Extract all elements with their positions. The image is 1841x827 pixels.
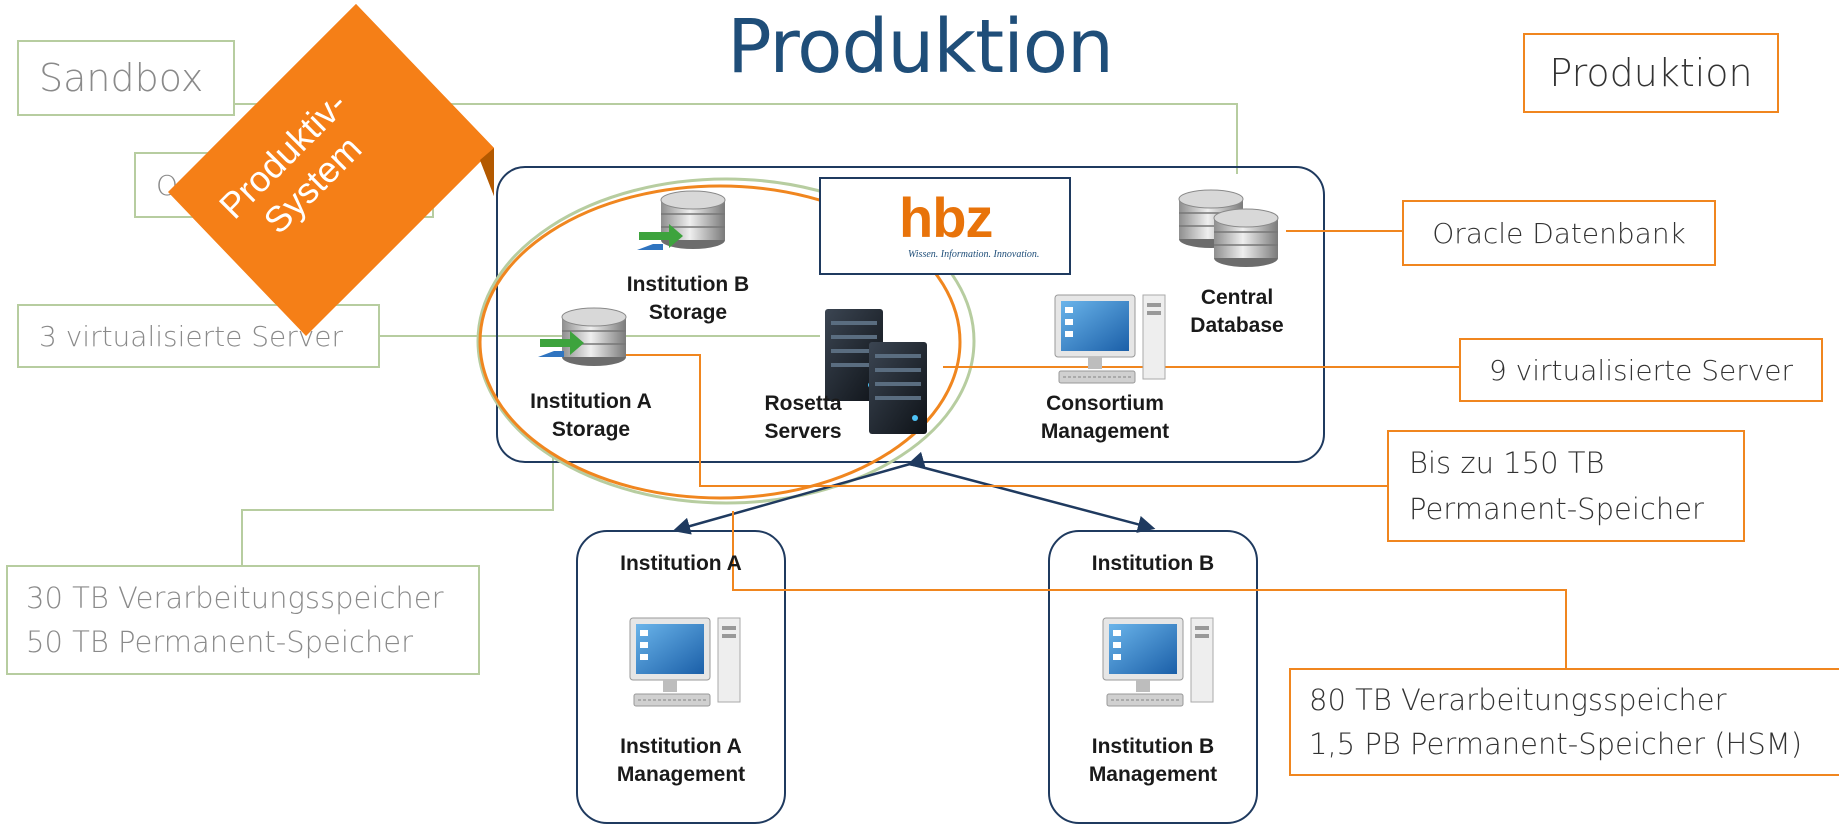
- institution-a-management-label: Institution A Management: [616, 735, 746, 786]
- arrow-to-institution-b: [909, 462, 1156, 533]
- institution-b-management-label: Institution B Management: [1088, 735, 1218, 786]
- institution-b-title: Institution B: [1091, 552, 1215, 575]
- hbz-logo-word: hbz: [899, 186, 993, 249]
- produktion-label-box: Produktion: [1523, 33, 1779, 113]
- storage-prod-line2: 1,5 PB Permanent-Speicher (HSM): [1309, 727, 1803, 761]
- institution-a-title: Institution A: [620, 552, 742, 575]
- central-database-label: Central Database: [1190, 286, 1284, 337]
- servers-prod-label: 9 virtualisierte Server: [1488, 353, 1794, 387]
- servers-sandbox-box: 3 virtualisierte Server: [17, 304, 380, 368]
- servers-prod-box: 9 virtualisierte Server: [1459, 338, 1823, 402]
- page-title: Produktion: [727, 4, 1114, 90]
- storage-prod-line1: 80 TB Verarbeitungsspeicher: [1309, 683, 1727, 717]
- institution-b-storage-database-icon: [637, 190, 726, 250]
- servers-sandbox-label: 3 virtualisierte Server: [39, 319, 344, 353]
- institution-b-storage-label: Institution B Storage: [626, 273, 750, 324]
- oracle-prod-label: Oracle Datenbank: [1432, 216, 1686, 250]
- arrow-to-institution-a: [672, 451, 926, 535]
- produktion-label: Produktion: [1549, 51, 1753, 95]
- consortium-desktop-computer-icon: [1054, 294, 1166, 384]
- perm-prod-line2: Permanent-Speicher: [1409, 492, 1704, 526]
- hbz-logo-tagline: Wissen. Information. Innovation.: [908, 249, 1040, 260]
- sandbox-label-box: Sandbox: [17, 40, 235, 116]
- hbz-logo: hbz Wissen. Information. Innovation.: [819, 177, 1071, 275]
- storage-sandbox-line2: 50 TB Permanent-Speicher: [26, 625, 414, 659]
- storage-sandbox-box: 30 TB Verarbeitungsspeicher 50 TB Perman…: [6, 565, 480, 675]
- perm-prod-line1: Bis zu 150 TB: [1409, 446, 1605, 480]
- institution-a-storage-database-icon: [538, 307, 627, 367]
- storage-sandbox-line1: 30 TB Verarbeitungsspeicher: [26, 581, 444, 615]
- central-database-icon: [1178, 189, 1279, 268]
- institution-a-storage-label: Institution A Storage: [530, 390, 652, 441]
- sandbox-label: Sandbox: [39, 56, 204, 100]
- storage-prod-box: 80 TB Verarbeitungsspeicher 1,5 PB Perma…: [1289, 668, 1839, 776]
- perm-prod-box: Bis zu 150 TB Permanent-Speicher: [1387, 430, 1745, 542]
- oracle-prod-box: Oracle Datenbank: [1402, 200, 1716, 266]
- production-connectors: [624, 230, 1567, 668]
- consortium-management-label: Consortium Management: [1040, 392, 1170, 443]
- rosetta-servers-label: Rosetta Servers: [764, 392, 842, 443]
